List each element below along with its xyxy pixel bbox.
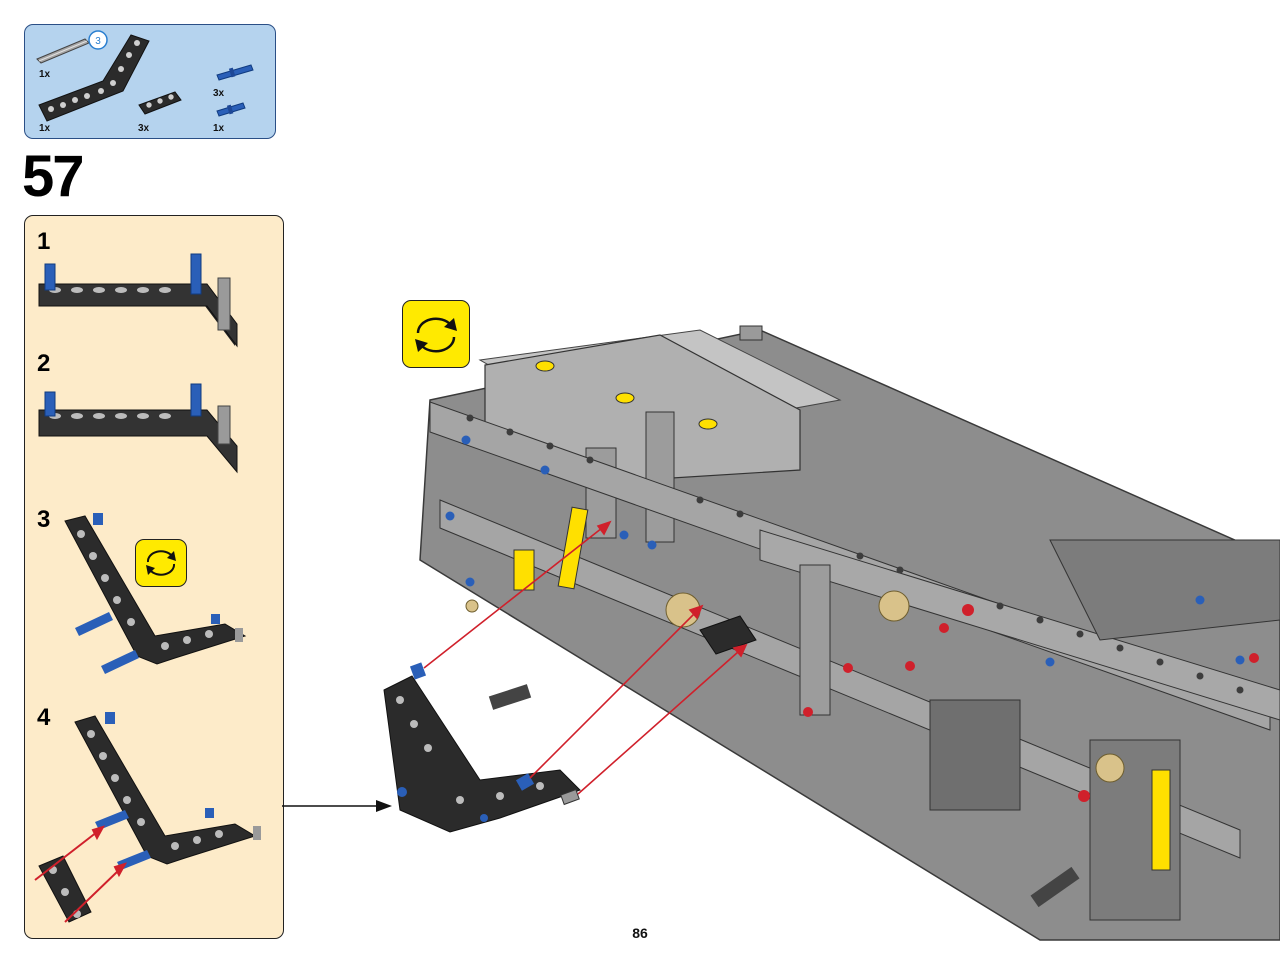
rotate-arrows-icon bbox=[146, 550, 176, 576]
rotate-model-icon bbox=[402, 300, 470, 368]
pin-long-blue-icon bbox=[216, 64, 254, 81]
qty-beam-bent: 1x bbox=[39, 123, 51, 134]
substep-2-illustration bbox=[38, 383, 238, 474]
substep-illustrations bbox=[34, 253, 261, 923]
axle-3-icon bbox=[217, 405, 231, 445]
assembly-arrows-main bbox=[423, 520, 748, 795]
sub-assembly-box: 1 2 3 4 bbox=[24, 215, 284, 939]
qty-axle: 1x bbox=[39, 69, 51, 80]
rotate-arrows-icon bbox=[415, 317, 457, 353]
qty-beam-3: 3x bbox=[138, 123, 150, 134]
beam-bent-icon bbox=[38, 34, 150, 122]
substep-label-3: 3 bbox=[37, 506, 51, 533]
pin-blue-icon bbox=[211, 614, 220, 624]
pin-blue-icon bbox=[44, 263, 56, 291]
assembly-arrows bbox=[34, 825, 128, 923]
substep-1-illustration bbox=[38, 253, 238, 348]
rotate-model-icon-small bbox=[135, 539, 187, 587]
qty-pin-long: 3x bbox=[213, 88, 225, 99]
pin-blue-icon bbox=[105, 712, 115, 724]
pin-blue-icon bbox=[216, 102, 246, 117]
axle-3-icon bbox=[217, 277, 231, 331]
pin-long-blue-icon bbox=[190, 383, 202, 417]
substep-label-1: 1 bbox=[37, 228, 51, 255]
parts-illustration: 3 bbox=[36, 30, 254, 122]
axle-3-icon bbox=[235, 628, 243, 642]
page-number: 86 bbox=[632, 925, 648, 941]
parts-list-box: 3 1x 1x 3x 3x 1x bbox=[24, 24, 276, 139]
substep-label-4: 4 bbox=[37, 704, 51, 731]
pin-long-blue-icon bbox=[101, 650, 139, 674]
beam-3-icon bbox=[138, 91, 182, 115]
pin-long-blue-icon bbox=[75, 612, 113, 636]
pin-blue-icon bbox=[93, 513, 103, 525]
pin-blue-icon bbox=[205, 808, 214, 818]
step-number: 57 bbox=[22, 144, 84, 209]
length-callout-text: 3 bbox=[95, 36, 101, 47]
substep-3-illustration bbox=[64, 513, 247, 674]
substep-4-illustration bbox=[34, 712, 261, 923]
pin-long-blue-icon bbox=[190, 253, 202, 295]
qty-pin: 1x bbox=[213, 123, 225, 134]
pin-long-blue-icon bbox=[95, 810, 129, 830]
pin-blue-icon bbox=[44, 391, 56, 417]
length-callout: 3 bbox=[88, 30, 108, 50]
substep-label-2: 2 bbox=[37, 350, 51, 377]
axle-3-icon bbox=[253, 826, 261, 840]
